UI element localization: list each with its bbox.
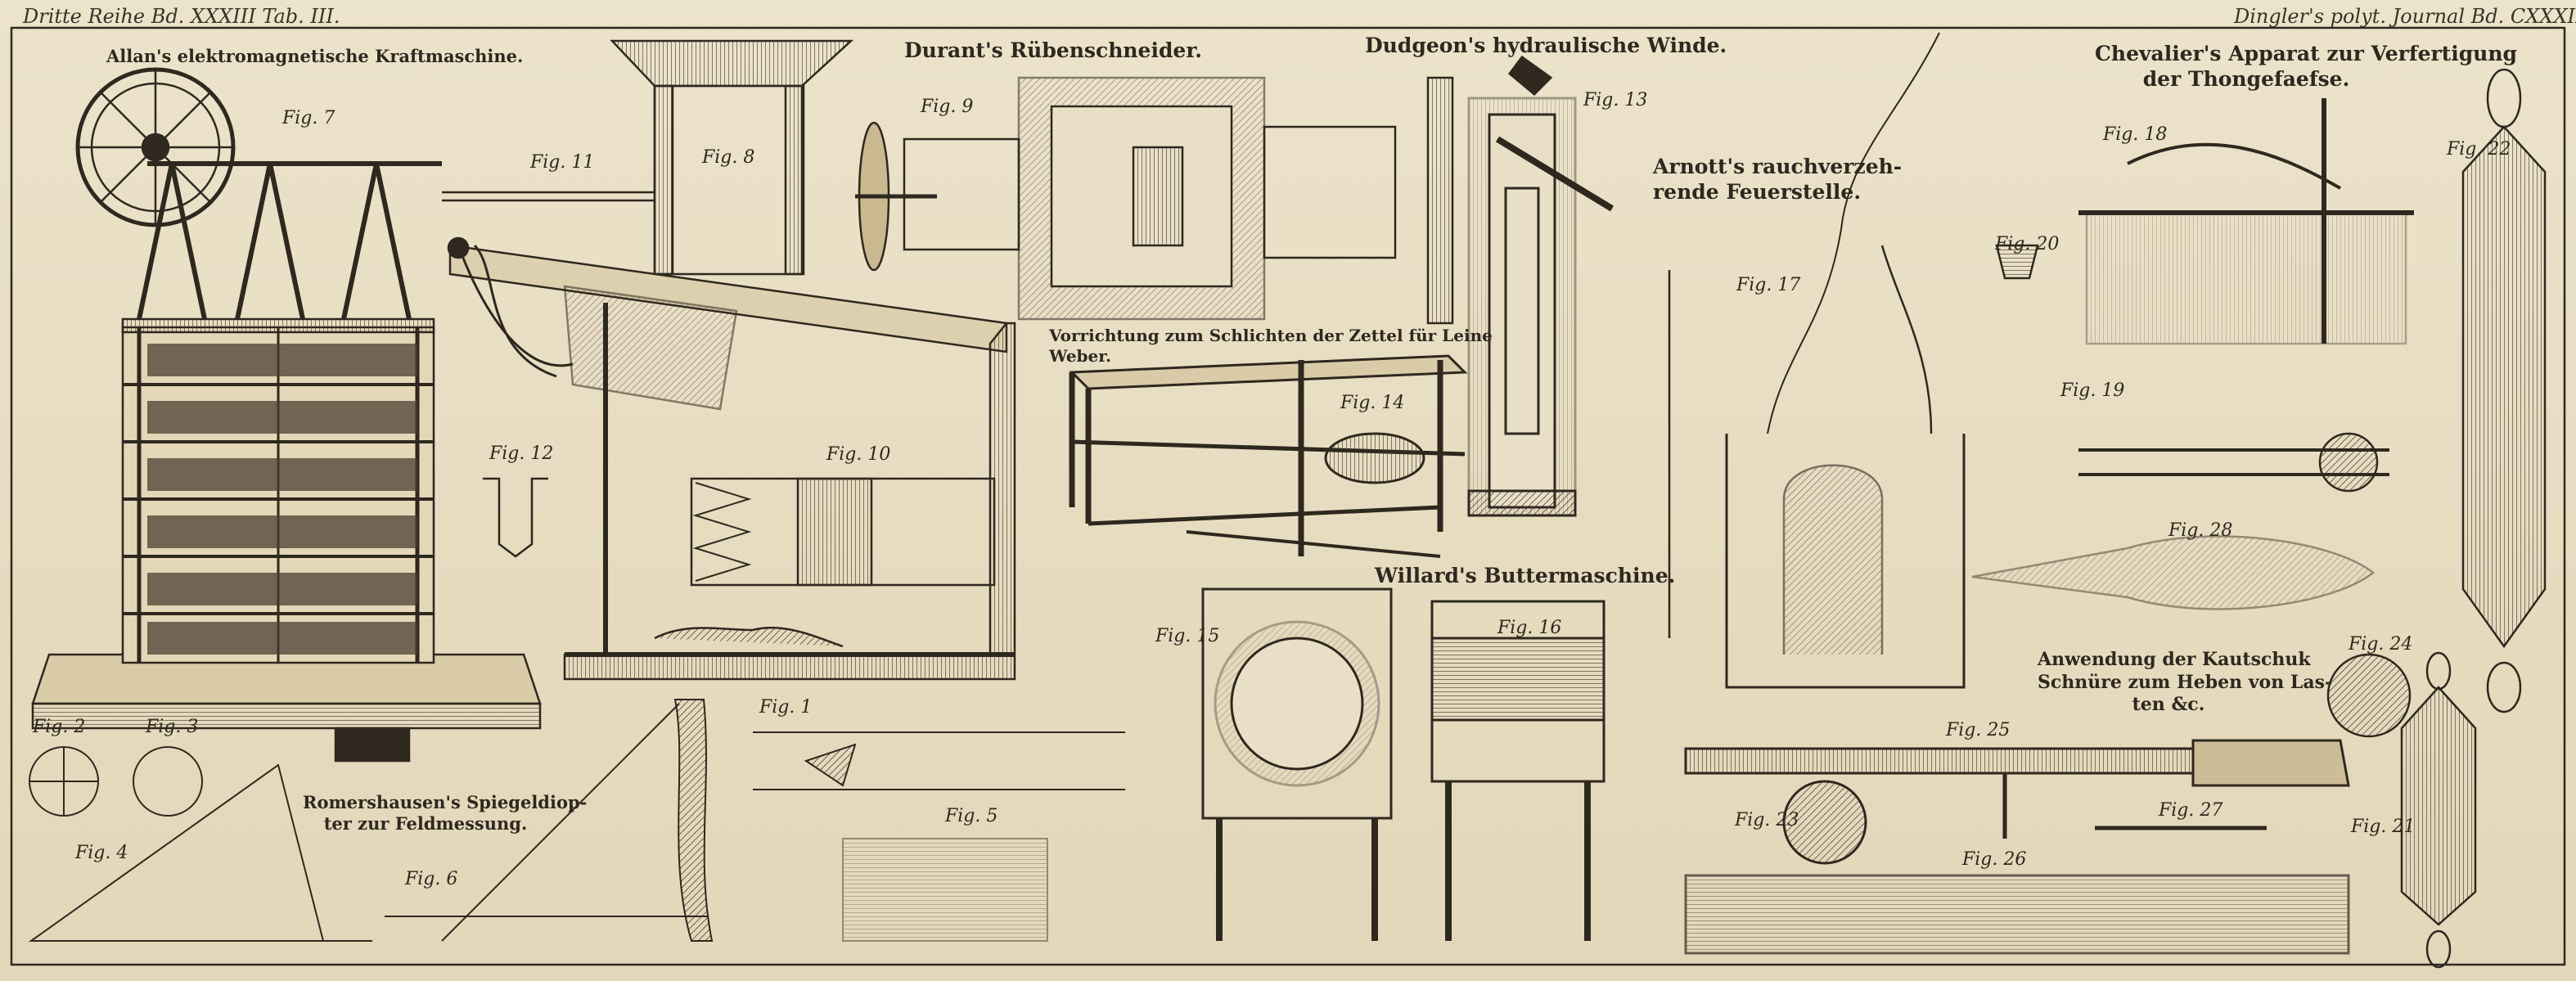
title-chevalier-line2: der Thongefaefse. xyxy=(2142,67,2350,92)
fig-label-22: Fig. 22 xyxy=(2447,139,2511,160)
title-chevalier: Chevalier's Apparat zur Verfertigung der… xyxy=(2095,41,2518,92)
beet-cutter-drawing xyxy=(442,39,1454,681)
fig-label-26: Fig. 26 xyxy=(1962,849,2027,870)
romershausen-drawings xyxy=(28,699,1125,942)
title-durant: Durant's Rübenschneider. xyxy=(904,38,1202,62)
title-vorrichtung-line1: Vorrichtung zum Schlichten der Zettel fü… xyxy=(1049,326,1493,345)
plate-header-left: Dritte Reihe Bd. XXXIII Tab. III. xyxy=(23,5,340,28)
title-kautschuk-line3: ten &c. xyxy=(2132,694,2205,715)
fig-label-7: Fig. 7 xyxy=(282,108,336,128)
title-romershausen: Romershausen's Spiegeldiop- ter zur Feld… xyxy=(303,792,588,835)
plate-header-right: Dingler's polyt. Journal Bd. CXXXIII Tab… xyxy=(2234,5,2576,28)
fig-label-19: Fig. 19 xyxy=(2060,380,2125,401)
lifting-rods-drawing xyxy=(1684,739,2350,955)
sizing-frame-drawing xyxy=(1069,354,1468,558)
title-arnott-line2: rende Feuerstelle. xyxy=(1653,180,1862,205)
fig-label-6: Fig. 6 xyxy=(405,869,458,889)
fig-label-24: Fig. 24 xyxy=(2349,634,2413,655)
fireplace-drawing xyxy=(1668,32,1966,689)
title-willard: Willard's Buttermaschine. xyxy=(1375,564,1676,587)
hydraulic-jack-drawing xyxy=(1467,55,1615,517)
fig-label-20: Fig. 20 xyxy=(1995,234,2060,254)
title-romershausen-line1: Romershausen's Spiegeldiop- xyxy=(303,792,588,812)
butter-machine-drawing xyxy=(1201,587,1605,941)
fig-label-23: Fig. 23 xyxy=(1735,810,1799,830)
title-kautschuk-line1: Anwendung der Kautschuk xyxy=(2038,649,2311,670)
fig-label-5: Fig. 5 xyxy=(945,806,998,826)
title-romershausen-line2: ter zur Feldmessung. xyxy=(323,813,528,835)
fig-label-3: Fig. 3 xyxy=(146,717,199,737)
fig-label-1: Fig. 1 xyxy=(759,697,813,718)
fig-label-10: Fig. 10 xyxy=(826,444,891,465)
fig-label-16: Fig. 16 xyxy=(1497,618,1562,638)
title-vorrichtung-line2: Weber. xyxy=(1049,346,1111,366)
title-arnott: Arnott's rauchverzeh- rende Feuerstelle. xyxy=(1653,154,1903,205)
fig-label-14: Fig. 14 xyxy=(1340,393,1405,413)
fig-label-13: Fig. 13 xyxy=(1583,90,1648,110)
title-kautschuk-line2: Schnüre zum Heben von Las- xyxy=(2038,671,2333,693)
plate-border xyxy=(10,26,2566,966)
fig-label-9: Fig. 9 xyxy=(921,97,974,117)
fig-label-28: Fig. 28 xyxy=(2168,520,2233,541)
fig-label-12: Fig. 12 xyxy=(489,443,554,464)
fig-label-2: Fig. 2 xyxy=(33,717,86,737)
fig-label-25: Fig. 25 xyxy=(1946,720,2011,740)
title-dudgeon: Dudgeon's hydraulische Winde. xyxy=(1365,34,1727,57)
title-allan: Allan's elektromagnetische Kraftmaschine… xyxy=(106,46,524,66)
title-chevalier-line1: Chevalier's Apparat zur Verfertigung xyxy=(2095,42,2518,65)
allan-engine-drawing xyxy=(31,67,542,763)
fig-label-4: Fig. 4 xyxy=(75,843,128,863)
chevalier-apparatus-drawing xyxy=(1971,98,2414,610)
fig-label-27: Fig. 27 xyxy=(2159,800,2223,821)
fig-label-8: Fig. 8 xyxy=(702,147,755,168)
title-arnott-line1: Arnott's rauchverzeh- xyxy=(1653,155,1903,178)
fig-label-17: Fig. 17 xyxy=(1736,275,1801,295)
fig-label-18: Fig. 18 xyxy=(2103,124,2168,145)
title-vorrichtung: Vorrichtung zum Schlichten der Zettel fü… xyxy=(1049,326,1493,367)
fig-label-15: Fig. 15 xyxy=(1155,626,1220,646)
title-kautschuk: Anwendung der Kautschuk Schnüre zum Hebe… xyxy=(2038,649,2333,717)
fig-label-11: Fig. 11 xyxy=(530,152,595,173)
rubber-cord-drawing xyxy=(2326,68,2547,969)
fig-label-21: Fig. 21 xyxy=(2351,817,2416,837)
